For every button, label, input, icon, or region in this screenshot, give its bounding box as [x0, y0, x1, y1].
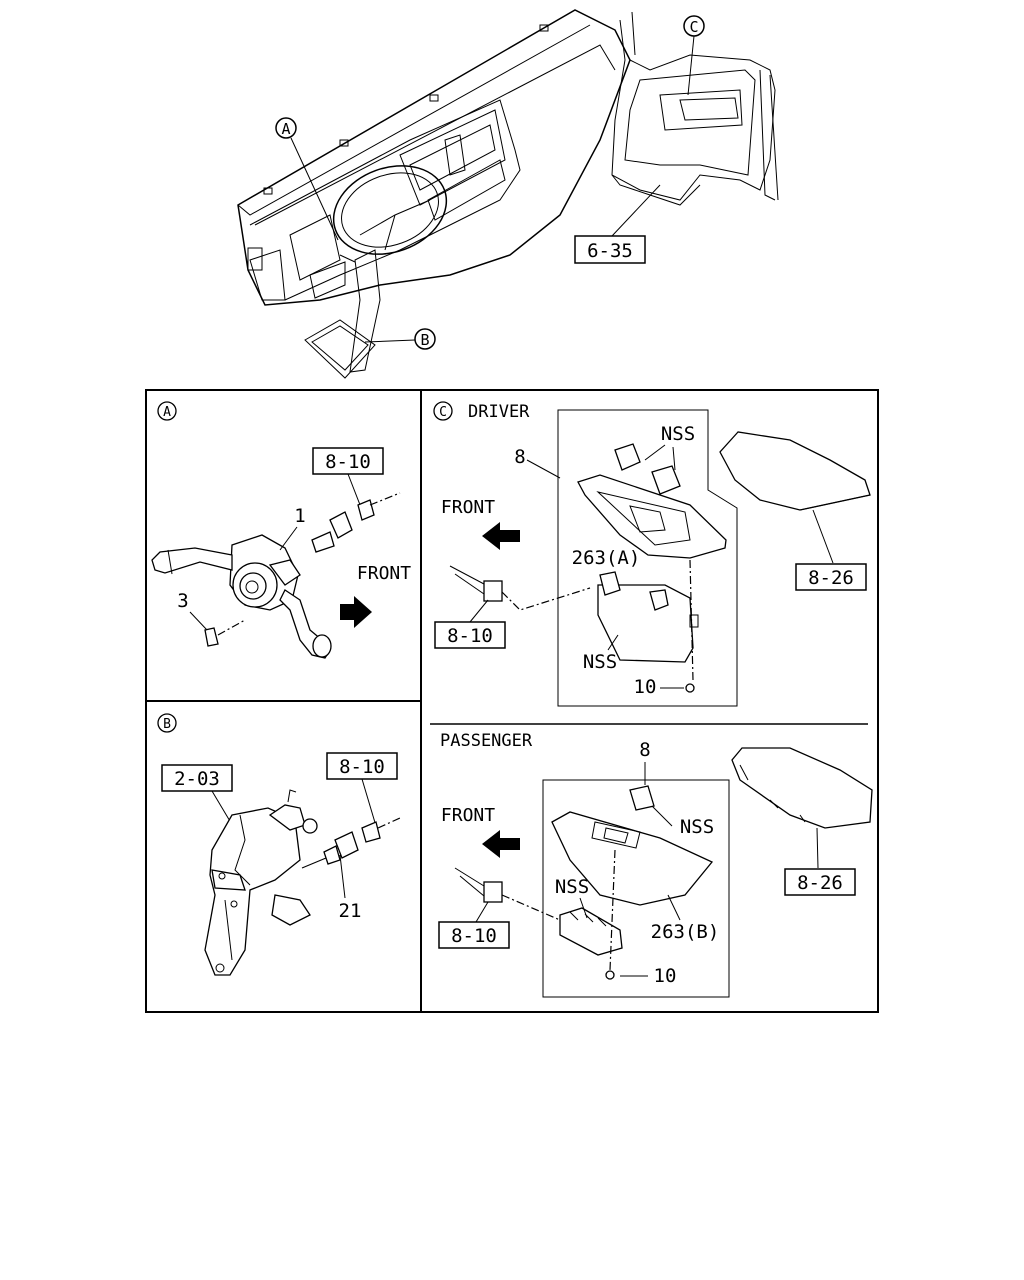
ref-connector-a: 8-10: [325, 451, 371, 473]
panel-c-passenger: PASSENGER 8 NSS 263(B) NSS 10 8-10 FRONT: [438, 731, 873, 998]
driver-bezel-number: 8: [514, 446, 525, 468]
passenger-front-label: FRONT: [441, 805, 495, 826]
panel-b: B 2-03 8-10 21: [157, 713, 401, 976]
overview-callout-a: A: [275, 117, 339, 241]
overview-callout-b: B: [364, 328, 436, 350]
passenger-connector-box: [438, 921, 510, 949]
driver-nss-bottom: NSS: [583, 651, 617, 673]
svg-text:B: B: [420, 331, 429, 349]
screw-a: [204, 619, 246, 647]
svg-text:A: A: [281, 120, 290, 138]
part-screw-number: 3: [177, 590, 188, 612]
panel-a-marker: A: [163, 405, 171, 420]
stoplamp-switch: [301, 817, 401, 869]
front-arrow-icon: [340, 596, 372, 628]
part-stoplamp-number: 21: [339, 900, 362, 922]
passenger-bezel-label: 263(B): [651, 921, 720, 943]
detail-frame: [145, 389, 879, 1013]
overview-callout-c: C: [683, 15, 705, 96]
panel-a: A 8-10 1 3: [151, 401, 411, 659]
passenger-trim-ref-box: [784, 868, 856, 896]
svg-text:6-35: 6-35: [587, 240, 633, 262]
svg-text:C: C: [689, 18, 698, 36]
ref-door-trim: 6-35: [574, 184, 661, 264]
ref-connector-b: 8-10: [339, 756, 385, 778]
front-label-a: FRONT: [357, 563, 411, 584]
driver-switch-block: [597, 584, 694, 663]
passenger-heading: PASSENGER: [440, 731, 533, 751]
combination-switch: [151, 534, 332, 659]
driver-connector-box: [434, 621, 506, 649]
panel-c-marker: C: [439, 405, 447, 420]
ref-column: 2-03: [174, 768, 220, 790]
ref-connector-a-box: [312, 447, 384, 475]
dashboard-overview: [237, 9, 779, 379]
passenger-bezel: [551, 811, 714, 906]
driver-bezel: [577, 474, 727, 559]
driver-front-label: FRONT: [441, 497, 495, 518]
passenger-bezel-number: 8: [639, 739, 650, 761]
passenger-switch-block: [559, 907, 623, 956]
passenger-trim-ref: 8-26: [797, 872, 843, 894]
driver-trim-ref: 8-26: [808, 567, 854, 589]
passenger-front-arrow-icon: [482, 830, 520, 858]
driver-nss-top: NSS: [661, 423, 695, 445]
passenger-connector-ref: 8-10: [451, 925, 497, 947]
panel-b-marker: B: [163, 717, 171, 732]
driver-connector-ref: 8-10: [447, 625, 493, 647]
driver-screw-number: 10: [634, 676, 657, 698]
passenger-nss-left: NSS: [555, 876, 589, 898]
passenger-screw-number: 10: [654, 965, 677, 987]
steering-column: [204, 789, 318, 976]
ref-connector-b-box: [326, 752, 398, 780]
passenger-nss-right: NSS: [680, 816, 714, 838]
panel-c-driver: C DRIVER 8 NSS 263(A) NSS 10: [433, 401, 871, 707]
driver-trim-panel: [719, 431, 871, 511]
driver-heading: DRIVER: [468, 402, 530, 422]
driver-bezel-label: 263(A): [572, 547, 641, 569]
driver-trim-ref-box: [795, 563, 867, 591]
driver-front-arrow-icon: [482, 522, 520, 550]
ref-column-box: [161, 764, 233, 792]
passenger-trim-panel: [731, 747, 873, 829]
part-switch-number: 1: [294, 505, 305, 527]
